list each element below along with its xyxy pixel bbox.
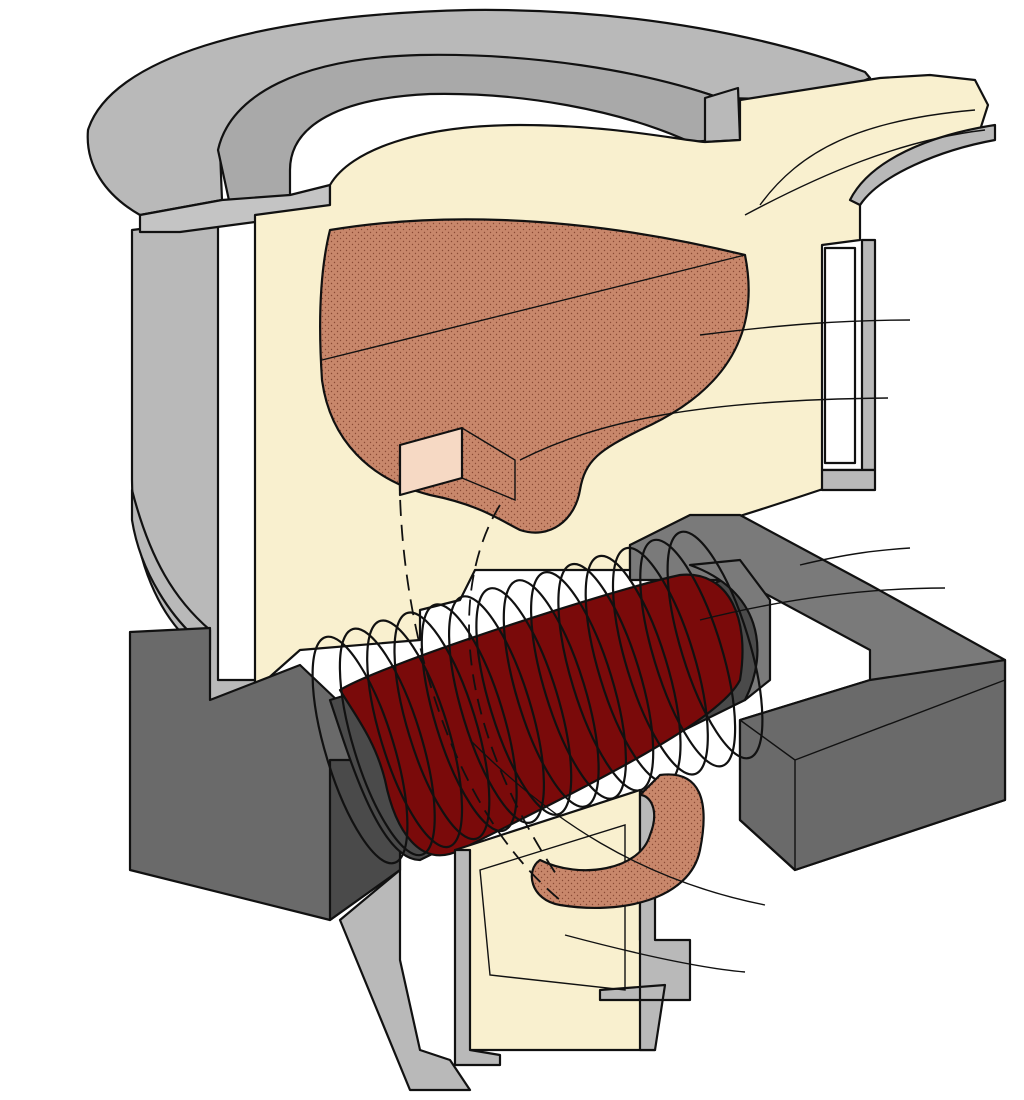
top-rim bbox=[86, 8, 872, 234]
coil-winding bbox=[366, 619, 464, 849]
coil-winding bbox=[447, 595, 546, 824]
coil-winding bbox=[311, 635, 409, 865]
channel-housing bbox=[338, 788, 692, 1092]
leader-line bbox=[469, 739, 766, 906]
coil-winding bbox=[666, 530, 764, 760]
leader-line bbox=[744, 129, 986, 216]
coil-winding bbox=[420, 603, 518, 833]
coil-winding bbox=[502, 579, 600, 808]
right-shell bbox=[820, 123, 997, 492]
coil-winding bbox=[393, 611, 491, 841]
induction-coil bbox=[311, 530, 764, 865]
channel-path-dashed bbox=[398, 449, 561, 901]
leader-line bbox=[699, 319, 911, 336]
coil-winding bbox=[338, 627, 436, 857]
leader-line bbox=[699, 587, 946, 621]
loop-channel bbox=[530, 773, 705, 909]
furnace-shell bbox=[130, 213, 258, 702]
molten-metal-bath bbox=[318, 218, 750, 534]
coil-winding bbox=[639, 538, 737, 768]
leader-lines bbox=[469, 129, 986, 973]
coil-winding bbox=[611, 546, 709, 776]
coil-winding bbox=[475, 587, 573, 816]
leader-line bbox=[799, 547, 911, 566]
leader-line bbox=[564, 934, 746, 973]
leader-line bbox=[519, 397, 889, 461]
